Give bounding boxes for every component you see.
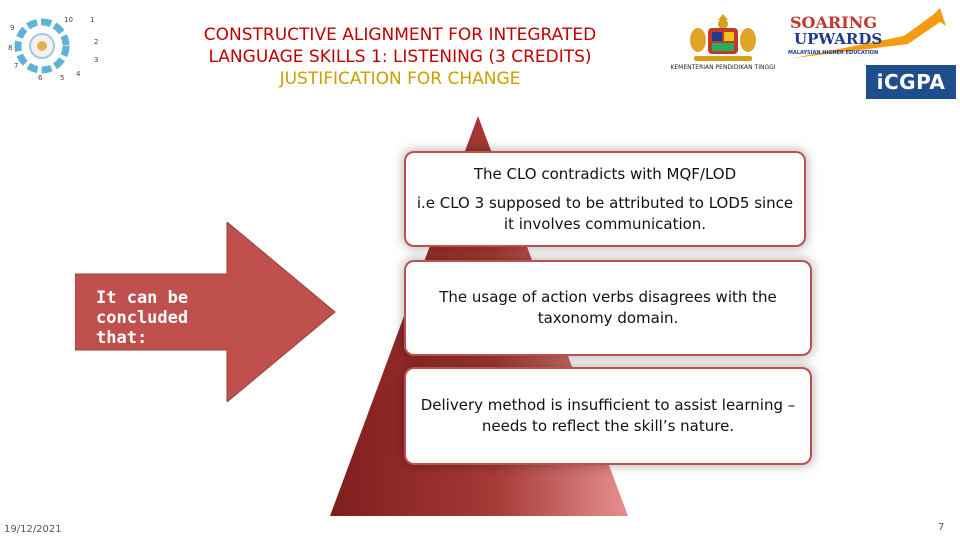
conclusion-arrow: [74, 220, 337, 404]
soaring-upwards-logo: SOARING UPWARDS MALAYSIAN HIGHER EDUCATI…: [784, 6, 954, 62]
wheel-number: 4: [76, 70, 81, 78]
wheel-number: 6: [38, 74, 43, 82]
crest-caption: KEMENTERIAN PENDIDIKAN TINGGI: [670, 64, 776, 71]
slide-date: 19/12/2021: [4, 524, 62, 535]
slide-number: 7: [938, 522, 945, 533]
pyramid-point-1-line-1: The CLO contradicts with MQF/LOD: [473, 164, 737, 183]
wheel-number: 5: [60, 74, 64, 82]
ministry-crest-logo: KEMENTERIAN PENDIDIKAN TINGGI: [668, 10, 778, 78]
pyramid-point-1: The CLO contradicts with MQF/LOD i.e CLO…: [406, 153, 804, 245]
pyramid-point-2: The usage of action verbs disagrees with…: [406, 262, 810, 354]
soaring-text-1: SOARING: [790, 13, 877, 32]
wheel-number: 1: [90, 16, 94, 24]
arrow-text: It can be concluded that:: [96, 288, 189, 348]
title-line-1: CONSTRUCTIVE ALIGNMENT FOR INTEGRATED: [203, 25, 597, 45]
slide-title: CONSTRUCTIVE ALIGNMENT FOR INTEGRATED LA…: [150, 24, 650, 90]
icgpa-label: iCGPA: [876, 70, 946, 94]
pyramid-point-3-text: Delivery method is insufficient to assis…: [420, 396, 796, 435]
title-line-2: LANGUAGE SKILLS 1: LISTENING (3 CREDITS): [208, 47, 592, 67]
wheel-number: 8: [8, 44, 12, 52]
pyramid-point-3: Delivery method is insufficient to assis…: [406, 369, 810, 463]
title-line-3: JUSTIFICATION FOR CHANGE: [279, 69, 521, 89]
wheel-number: 2: [94, 38, 98, 46]
icgpa-logo: iCGPA: [866, 65, 956, 99]
soaring-subtext: MALAYSIAN HIGHER EDUCATION: [788, 50, 878, 56]
wheel-number: 9: [10, 24, 14, 32]
wheel-number: 3: [94, 56, 98, 64]
soaring-text-2: UPWARDS: [794, 30, 882, 48]
pyramid-point-2-text: The usage of action verbs disagrees with…: [439, 288, 777, 327]
wheel-number: 10: [64, 16, 73, 24]
pyramid-point-1-line-2: i.e CLO 3 supposed to be attributed to L…: [416, 193, 794, 233]
sdg-wheel-logo: 10 1 2 3 4 5 6 7 8 9: [4, 10, 112, 82]
wheel-number: 7: [14, 62, 18, 70]
